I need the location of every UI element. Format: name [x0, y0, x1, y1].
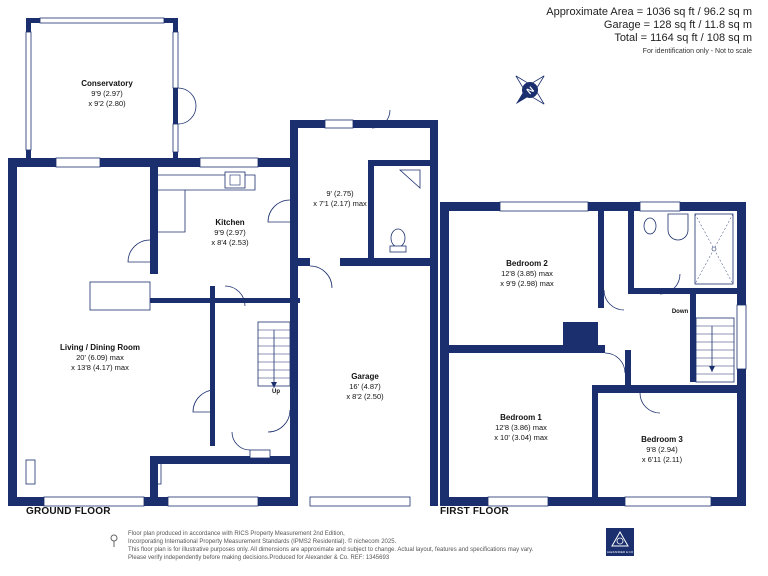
bedroom-1-dim-2: x 10' (3.04) max: [494, 433, 548, 442]
conservatory-dim-1: 9'9 (2.97): [91, 89, 123, 98]
stairs-down-label: Down: [672, 309, 689, 315]
first-floor-label: FIRST FLOOR: [440, 506, 509, 517]
scale-note: For identification only - Not to scale: [642, 48, 752, 55]
total-area: Total = 1164 sq ft / 108 sq m: [614, 32, 752, 44]
footer-line: Please verify independently before makin…: [128, 555, 390, 561]
bedroom-1-name: Bedroom 1: [500, 413, 542, 422]
footer-line: This floor plan is for illustrative purp…: [128, 547, 534, 553]
footer-disclaimer: Floor plan produced in accordance with R…: [128, 530, 608, 562]
ground-floor-label: GROUND FLOOR: [26, 506, 111, 517]
ground-staircase: [257, 321, 291, 388]
bedroom-1-dim-1: 12'8 (3.86) max: [495, 423, 547, 432]
living-room-dim-1: 20' (6.09) max: [76, 353, 124, 362]
bedroom-3-dim-1: 9'8 (2.94): [646, 445, 678, 454]
company-logo: ALEXANDER & CO: [606, 528, 634, 556]
garage-area: Garage = 128 sq ft / 11.8 sq m: [603, 19, 752, 31]
kitchen-dim-2: x 8'4 (2.53): [211, 238, 249, 247]
living-room-name: Living / Dining Room: [60, 343, 140, 352]
kitchen-fixtures: [158, 171, 256, 233]
first-staircase: [695, 317, 735, 383]
bathroom-fixtures: [643, 213, 734, 285]
bedroom-2-dim-1: 12'8 (3.85) max: [501, 269, 553, 278]
compass-icon: N: [515, 75, 545, 105]
living-room-dim-2: x 13'8 (4.17) max: [71, 363, 129, 372]
footer-line: Incorporating International Property Mea…: [128, 539, 397, 545]
first-floor-walls: [440, 201, 747, 507]
ground-room-labels: Conservatory 9'9 (2.97) x 9'2 (2.80) Kit…: [60, 79, 384, 401]
approx-area: Approximate Area = 1036 sq ft / 96.2 sq …: [546, 6, 752, 18]
conservatory-walls: [25, 17, 197, 160]
ground-floor-plan: Conservatory 9'9 (2.97) x 9'2 (2.80) Kit…: [8, 17, 438, 507]
compass-letter: N: [525, 84, 536, 96]
logo-text: ALEXANDER & CO: [606, 550, 634, 554]
garage-dim-1: 16' (4.87): [349, 382, 381, 391]
kitchen-name: Kitchen: [215, 218, 244, 227]
garage-dim-2: x 8'2 (2.50): [346, 392, 384, 401]
utility-dim-2: x 7'1 (2.17) max: [313, 199, 367, 208]
conservatory-name: Conservatory: [81, 79, 133, 88]
utility-dim-1: 9' (2.75): [326, 189, 354, 198]
bedroom-2-dim-2: x 9'9 (2.98) max: [500, 279, 554, 288]
kitchen-dim-1: 9'9 (2.97): [214, 228, 246, 237]
first-room-labels: Bedroom 2 12'8 (3.85) max x 9'9 (2.98) m…: [494, 259, 688, 464]
bedroom-2-name: Bedroom 2: [506, 259, 548, 268]
bedroom-3-name: Bedroom 3: [641, 435, 683, 444]
bedroom-3-dim-2: x 6'11 (2.11): [642, 455, 683, 464]
ground-walls: [8, 120, 300, 507]
stairs-up-label: Up: [272, 389, 280, 395]
info-icon: [110, 534, 118, 547]
utility-wc-walls: [290, 109, 438, 507]
first-floor-plan: Bedroom 2 12'8 (3.85) max x 9'9 (2.98) m…: [440, 201, 747, 507]
garage-name: Garage: [351, 372, 379, 381]
area-summary: Approximate Area = 1036 sq ft / 96.2 sq …: [546, 6, 752, 55]
conservatory-dim-2: x 9'2 (2.80): [88, 99, 126, 108]
footer-line: Floor plan produced in accordance with R…: [128, 531, 345, 537]
logo-mark-icon: [611, 530, 629, 547]
